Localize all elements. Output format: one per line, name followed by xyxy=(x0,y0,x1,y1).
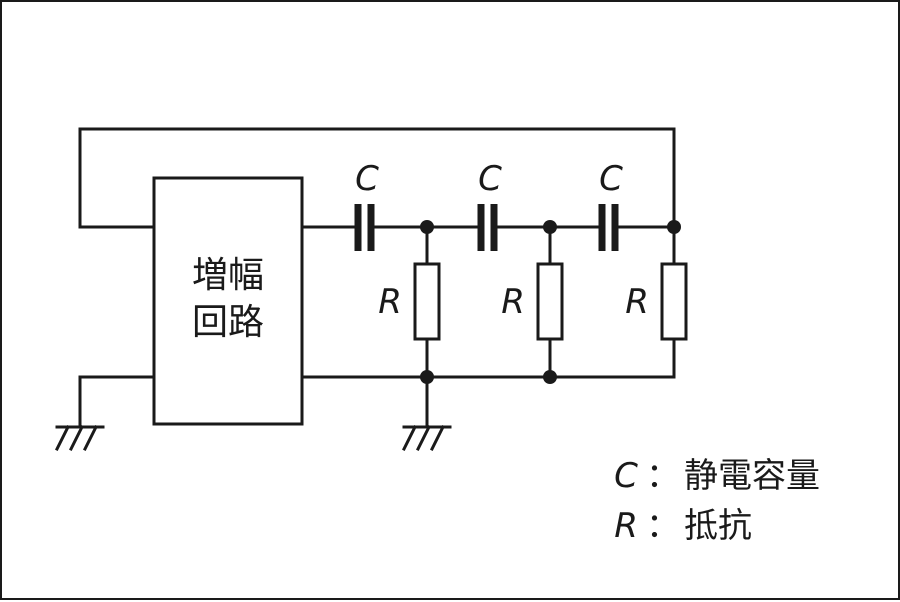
legend-symbol-c: C xyxy=(614,456,638,496)
ground-wire-left xyxy=(78,375,156,429)
resistor-3-label: R xyxy=(625,282,649,322)
junction-dot-1 xyxy=(420,220,434,234)
legend-meaning-c: 静電容量 xyxy=(684,456,820,496)
legend-meaning-r: 抵抗 xyxy=(684,506,752,546)
amplifier-label-line2: 回路 xyxy=(192,302,264,343)
feedback-wire xyxy=(78,127,676,229)
legend-separator-c: ： xyxy=(646,456,680,496)
resistor-2-label: R xyxy=(501,282,525,322)
capacitor-1-label: C xyxy=(355,159,379,199)
resistor-1 xyxy=(413,262,441,341)
amplifier-block xyxy=(152,176,304,426)
junction-dot-2 xyxy=(543,220,557,234)
resistor-2 xyxy=(536,262,564,341)
ground-symbol-left xyxy=(54,424,105,452)
resistor-1-label: R xyxy=(378,282,402,322)
legend-symbol-r: R xyxy=(614,506,638,546)
ground-symbol-center xyxy=(401,424,452,452)
legend-separator-r: ： xyxy=(646,506,680,546)
capacitor-1 xyxy=(354,204,375,251)
capacitor-3 xyxy=(598,204,619,251)
capacitor-2-label: C xyxy=(478,159,502,199)
capacitor-3-label: C xyxy=(599,159,623,199)
junction-dot-5 xyxy=(543,370,557,384)
capacitor-2 xyxy=(477,204,498,251)
resistor-3 xyxy=(660,262,688,341)
legend: C ： 静電容量 R ： 抵抗 xyxy=(614,456,820,546)
junction-dot-3 xyxy=(667,220,681,234)
amplifier-label-line1: 増幅 xyxy=(192,255,264,296)
